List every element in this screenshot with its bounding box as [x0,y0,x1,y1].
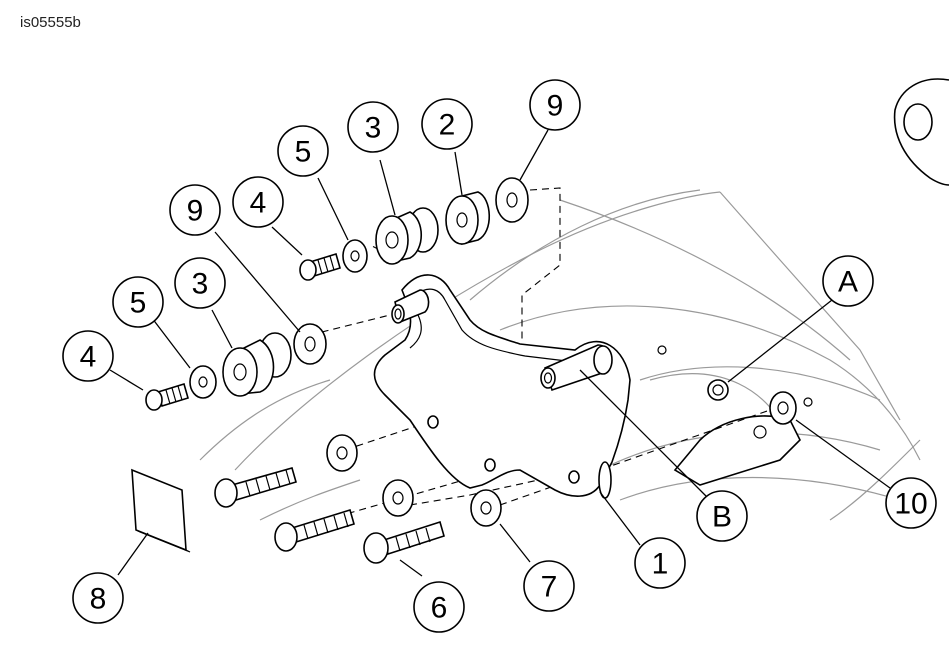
svg-text:4: 4 [250,187,267,220]
housing-holes [657,345,813,407]
grommet-3-lower [222,332,292,397]
callout-3-upper: 3 [347,101,399,153]
callout-4-upper: 4 [232,176,284,228]
long-bolt-middle [274,508,355,552]
svg-text:A: A [838,266,858,299]
callout-2: 2 [421,98,473,150]
svg-text:4: 4 [80,341,97,374]
washer-9-upper [495,177,529,223]
callout-5-lower: 5 [112,276,164,328]
svg-text:2: 2 [439,109,456,142]
figure-id: is05555b [20,14,81,31]
callout-9-upper: 9 [529,79,581,131]
svg-text:8: 8 [90,583,107,616]
svg-text:9: 9 [547,90,564,123]
svg-text:7: 7 [541,571,558,604]
callout-A: A [822,255,874,307]
callout-3-lower: 3 [174,257,226,309]
svg-text:9: 9 [187,195,204,228]
callout-7: 7 [523,560,575,612]
callout-10: 10 [885,477,937,529]
washer-5-lower [189,365,217,399]
frame-tab [673,415,801,486]
callout-9-lower: 9 [169,184,221,236]
washer-upper-bolt [326,434,358,472]
washer-7 [470,489,502,527]
long-bolt-top [214,467,297,508]
washer-10 [769,391,797,425]
svg-text:3: 3 [365,112,382,145]
callout-B: B [696,490,748,542]
spacer-2 [445,191,490,246]
svg-text:10: 10 [894,488,927,521]
mounting-bracket [373,274,631,499]
svg-text:B: B [712,501,732,534]
housing-bolt-A [707,379,729,401]
bracket-stud-upper [391,289,430,324]
washer-5-upper [342,239,368,273]
screw-4-lower [145,382,189,411]
svg-text:6: 6 [431,592,448,625]
svg-text:5: 5 [130,287,147,320]
callout-1: 1 [634,537,686,589]
bolt-6 [363,520,445,564]
washer-middle-bolt [382,479,414,517]
svg-text:5: 5 [295,136,312,169]
washer-9-lower [293,323,327,365]
bracket-stud-lower [540,344,613,392]
callout-4-lower: 4 [62,330,114,382]
svg-text:3: 3 [192,268,209,301]
callout-8: 8 [72,572,124,624]
callout-5-upper: 5 [277,125,329,177]
screw-4-upper [299,252,341,281]
leader-lines [109,129,891,577]
callout-6: 6 [413,581,465,633]
svg-text:1: 1 [652,548,669,581]
grommet-3-upper [375,207,439,265]
adhesive-pad-8 [131,468,191,553]
partial-component-top-right [893,78,949,186]
